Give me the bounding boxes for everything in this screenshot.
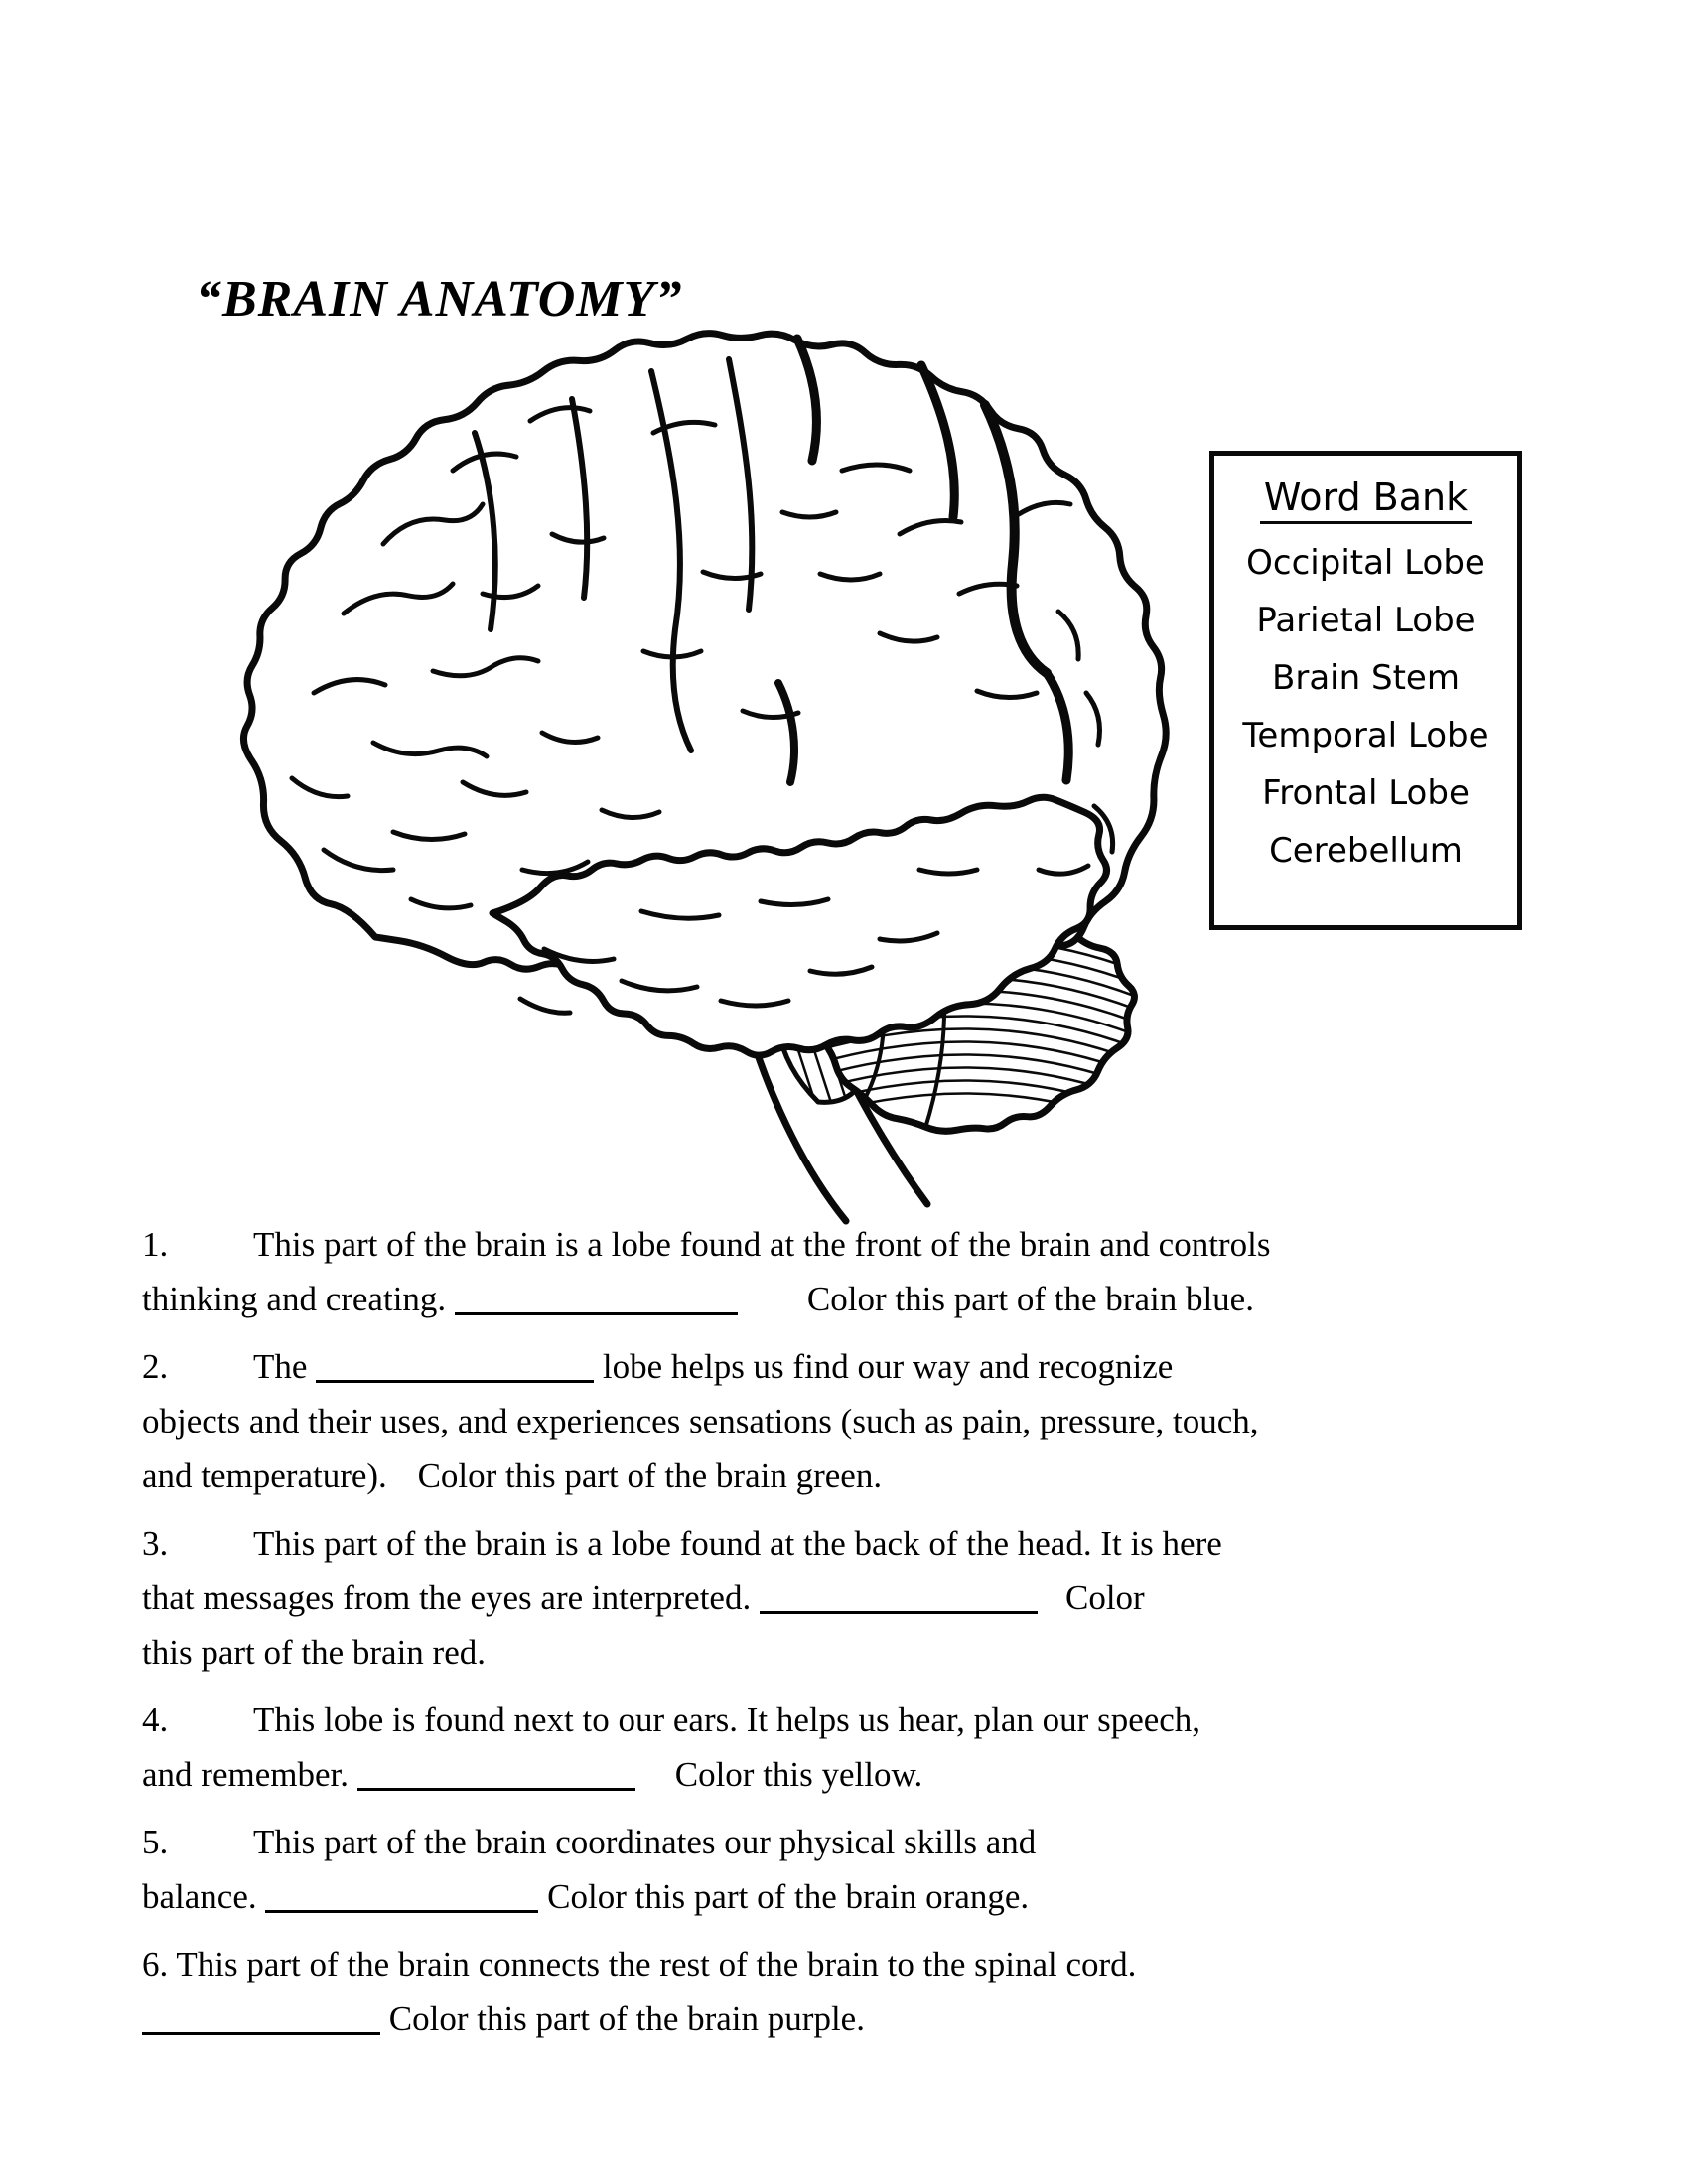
question-number: 1. [142, 1225, 169, 1264]
question-line: and temperature). Color this part of the… [142, 1448, 1492, 1503]
word-bank-item: Occipital Lobe [1246, 543, 1485, 583]
question-text: Color this part of the brain purple. [380, 1999, 865, 2038]
question-line: objects and their uses, and experiences … [142, 1394, 1492, 1448]
question-4: 4. This lobe is found next to our ears. I… [142, 1693, 1492, 1802]
question-line: 3. This part of the brain is a lobe found… [142, 1516, 1492, 1570]
question-text: This part of the brain coordinates our p… [253, 1823, 1037, 1861]
question-number: 4. [142, 1701, 169, 1739]
question-text: 6. This part of the brain connects the r… [142, 1945, 1137, 1983]
word-bank-item: Brain Stem [1272, 658, 1460, 698]
question-text: objects and their uses, and experiences … [142, 1402, 1259, 1440]
question-text: Color this part of the brain blue. [806, 1280, 1254, 1318]
questions-section: 1. This part of the brain is a lobe found… [142, 1217, 1492, 2059]
word-bank-title: Word Bank [1259, 476, 1473, 524]
question-text: This part of the brain is a lobe found a… [253, 1225, 1271, 1264]
question-line: 5. This part of the brain coordinates our… [142, 1815, 1492, 1869]
word-bank-item: Frontal Lobe [1262, 773, 1470, 813]
question-line: 1. This part of the brain is a lobe found… [142, 1217, 1492, 1272]
question-text: this part of the brain red. [142, 1633, 487, 1672]
question-number: 5. [142, 1823, 169, 1861]
question-text: The [253, 1347, 317, 1386]
page-title: “BRAIN ANATOMY” [196, 271, 683, 328]
question-5: 5. This part of the brain coordinates our… [142, 1815, 1492, 1924]
question-line: thinking and creating. Color this part o… [142, 1272, 1492, 1326]
question-3: 3. This part of the brain is a lobe found… [142, 1516, 1492, 1680]
answer-blank [265, 1904, 539, 1913]
brain-diagram [239, 330, 1170, 1225]
question-6: 6. This part of the brain connects the r… [142, 1937, 1492, 2046]
question-text: and temperature). [142, 1456, 396, 1495]
question-line: this part of the brain red. [142, 1625, 1492, 1680]
question-text: lobe helps us find our way and recognize [594, 1347, 1174, 1386]
question-text: thinking and creating. [142, 1280, 455, 1318]
question-text: balance. [142, 1877, 266, 1916]
answer-blank [356, 1782, 635, 1791]
question-text: Color this part of the brain green. [417, 1456, 883, 1495]
question-line: and remember. Color this yellow. [142, 1747, 1492, 1802]
question-text: Color this part of the brain orange. [538, 1877, 1030, 1916]
question-1: 1. This part of the brain is a lobe found… [142, 1217, 1492, 1326]
question-line: 6. This part of the brain connects the r… [142, 1937, 1492, 1991]
question-text: This lobe is found next to our ears. It … [253, 1701, 1201, 1739]
question-line: 4. This lobe is found next to our ears. I… [142, 1693, 1492, 1747]
question-line: Color this part of the brain purple. [142, 1991, 1492, 2046]
question-text: and remember. [142, 1755, 357, 1794]
question-text: Color [1064, 1578, 1145, 1617]
answer-blank [759, 1605, 1038, 1614]
question-line: that messages from the eyes are interpre… [142, 1570, 1492, 1625]
word-bank-item: Temporal Lobe [1242, 716, 1489, 755]
word-bank-item: Cerebellum [1269, 831, 1463, 871]
question-line: 2. The lobe helps us find our way and rec… [142, 1339, 1492, 1394]
question-text: Color this yellow. [674, 1755, 923, 1794]
question-line: balance. Color this part of the brain or… [142, 1869, 1492, 1924]
answer-blank [454, 1306, 738, 1315]
word-bank-item: Parietal Lobe [1256, 601, 1476, 640]
answer-blank [316, 1374, 595, 1383]
question-2: 2. The lobe helps us find our way and rec… [142, 1339, 1492, 1503]
question-number: 3. [142, 1524, 169, 1563]
question-text: that messages from the eyes are interpre… [142, 1578, 760, 1617]
question-number: 2. [142, 1347, 169, 1386]
answer-blank [142, 2026, 380, 2035]
question-text: This part of the brain is a lobe found a… [253, 1524, 1222, 1563]
